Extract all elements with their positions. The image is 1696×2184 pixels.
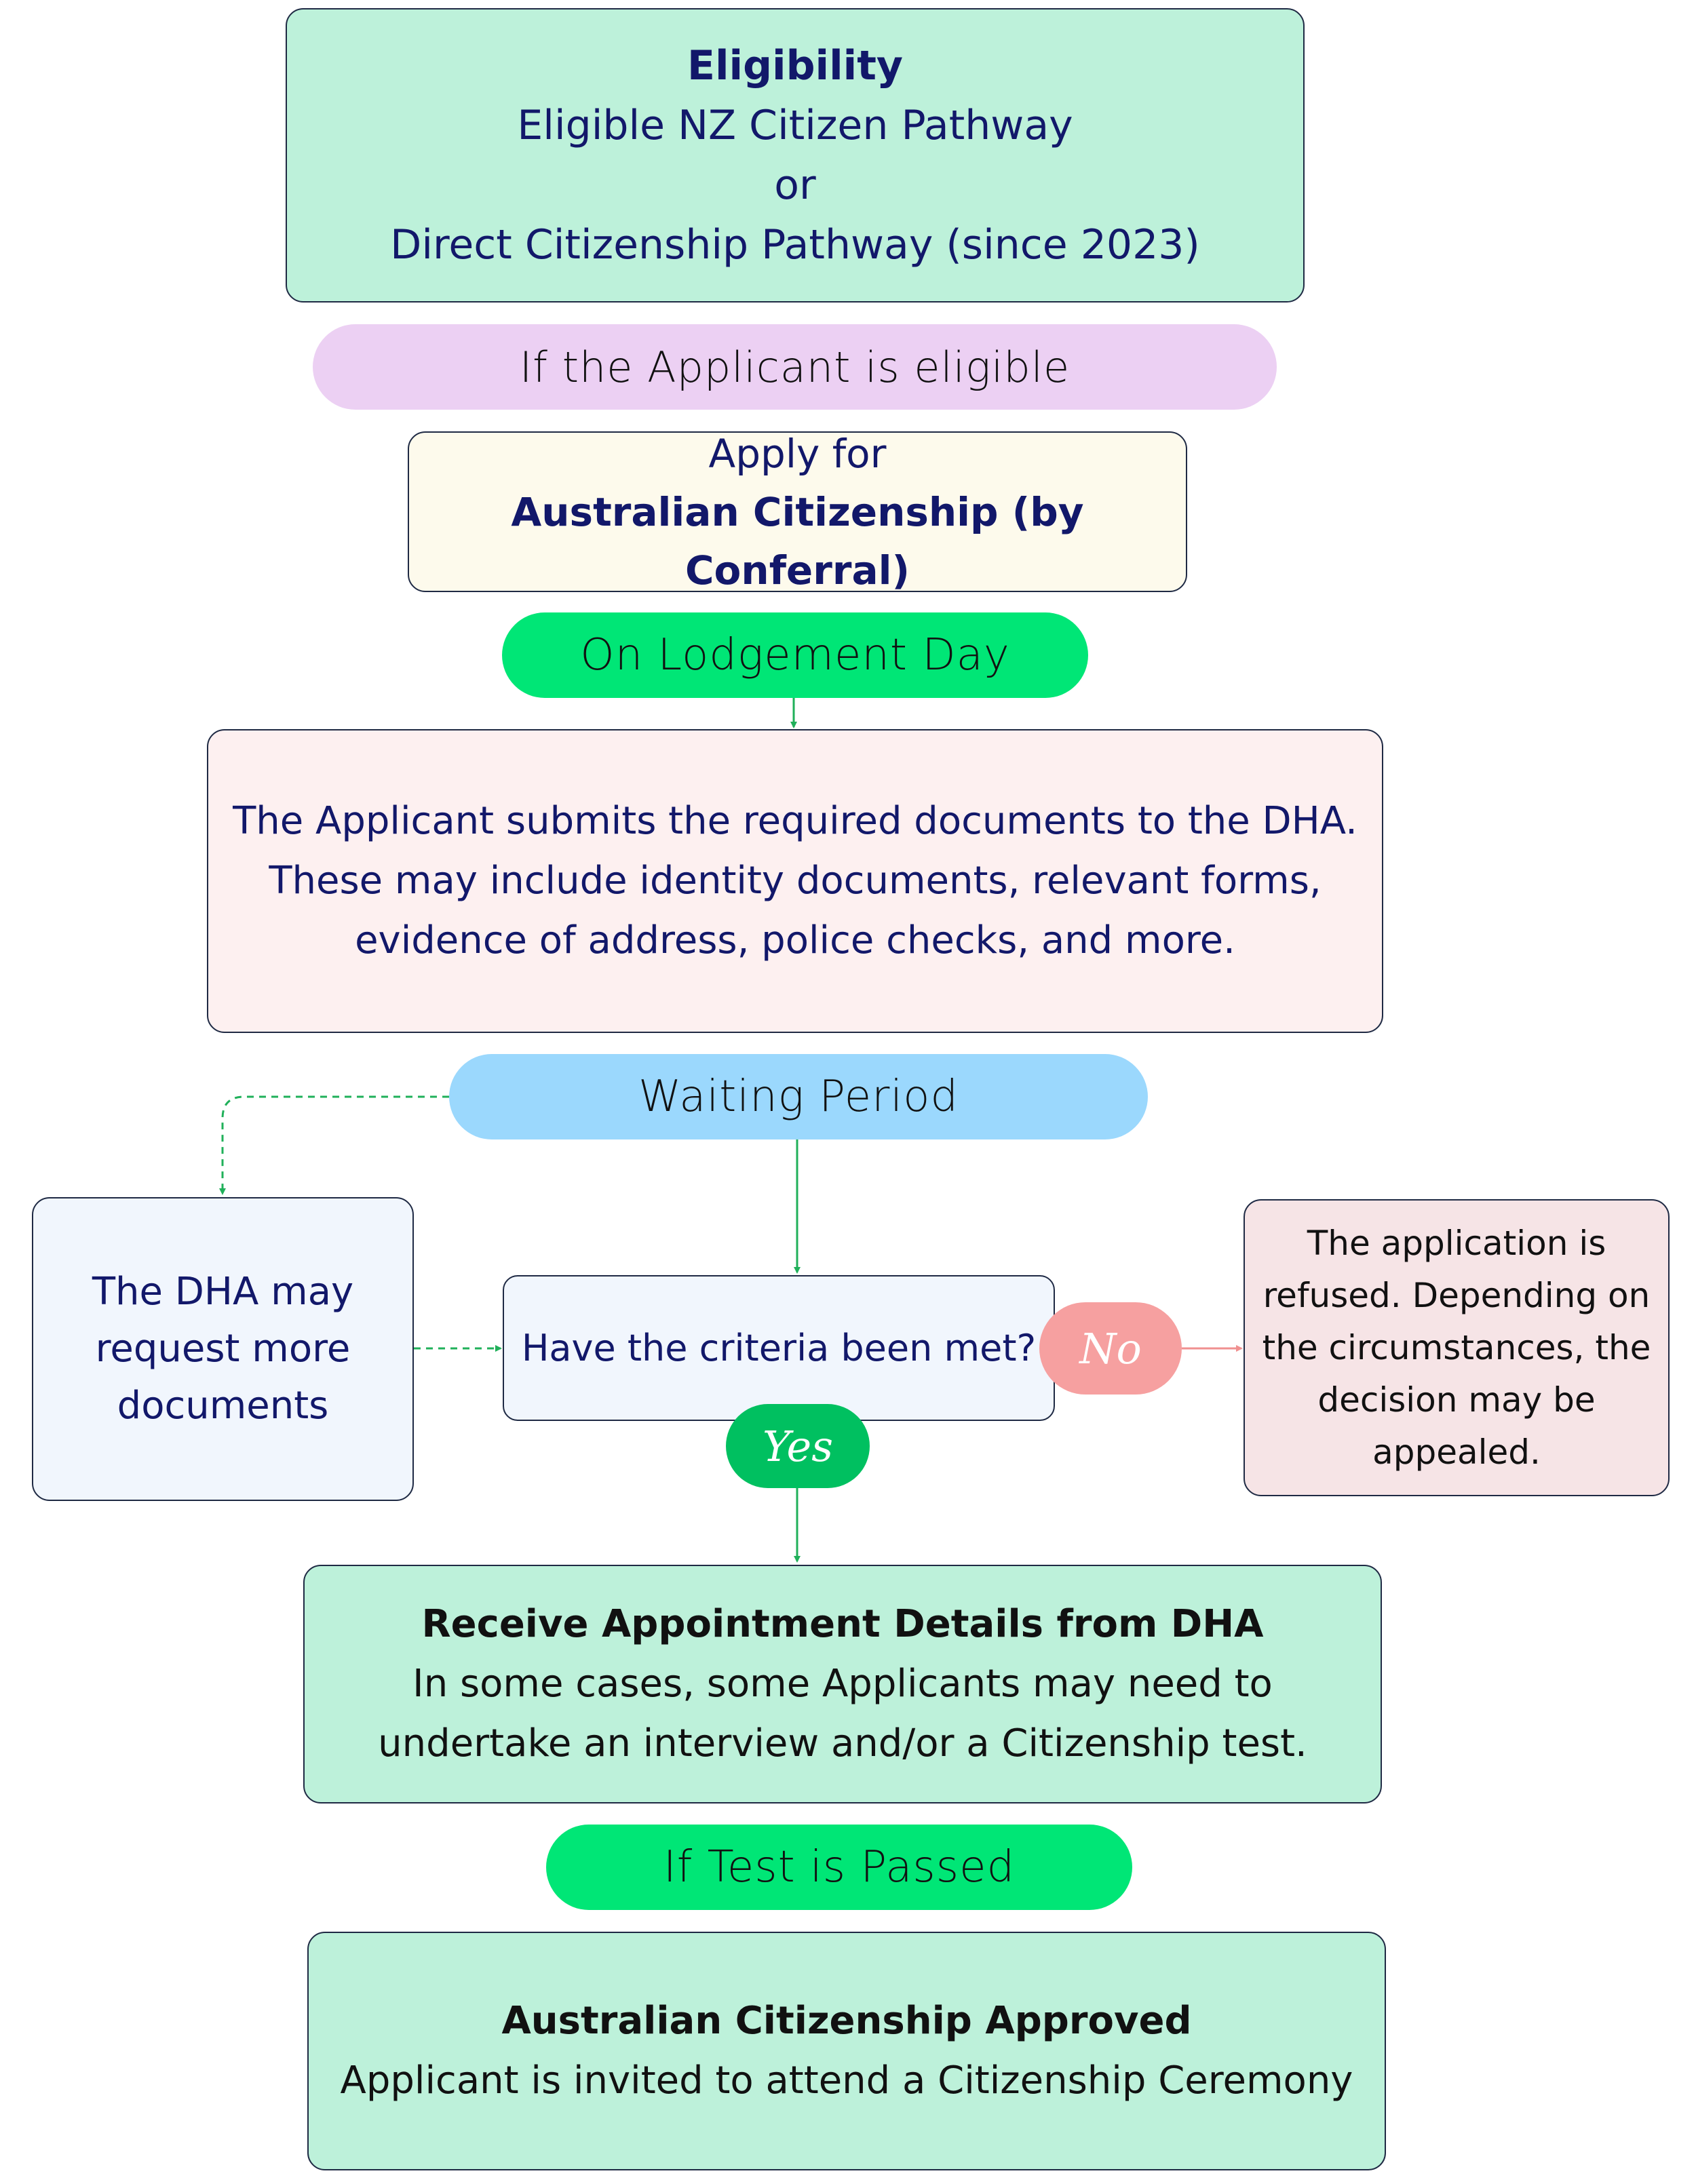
- submit-line-2: These may include identity documents, re…: [269, 859, 1322, 903]
- dha-request-line-2: request more: [95, 1327, 351, 1371]
- appointment-line-2: undertake an interview and/or a Citizens…: [378, 1721, 1307, 1766]
- approved-heading: Australian Citizenship Approved: [501, 1999, 1192, 2043]
- submit-line-1: The Applicant submits the required docum…: [233, 799, 1357, 843]
- dha-request-line-1: The DHA may: [92, 1270, 354, 1314]
- refused-box: The application is refused. Depending on…: [1244, 1199, 1670, 1496]
- eligibility-line-2: or: [774, 161, 816, 209]
- refused-line-1: The application is: [1307, 1223, 1606, 1263]
- lodgement-pill: On Lodgement Day: [502, 612, 1088, 698]
- refused-line-4: decision may be: [1317, 1380, 1596, 1420]
- no-badge: No: [1039, 1302, 1182, 1395]
- apply-box: Apply for Australian Citizenship (by Con…: [408, 431, 1187, 593]
- eligibility-heading: Eligibility: [687, 42, 904, 90]
- refused-line-5: appealed.: [1372, 1432, 1541, 1472]
- dha-request-line-3: documents: [117, 1384, 329, 1428]
- no-badge-label: No: [1079, 1323, 1142, 1373]
- test-passed-pill: If Test is Passed: [546, 1825, 1132, 1910]
- submit-line-3: evidence of address, police checks, and …: [355, 918, 1235, 962]
- criteria-question-text: Have the criteria been met?: [521, 1327, 1037, 1369]
- refused-line-2: refused. Depending on: [1263, 1275, 1651, 1315]
- if-eligible-pill: If the Applicant is eligible: [313, 324, 1277, 410]
- approved-line-1: Applicant is invited to attend a Citizen…: [340, 2059, 1353, 2103]
- apply-line-2: Australian Citizenship (by Conferral): [511, 488, 1084, 593]
- eligibility-line-3: Direct Citizenship Pathway (since 2023): [390, 221, 1200, 269]
- yes-badge-label: Yes: [762, 1421, 834, 1471]
- yes-badge: Yes: [726, 1404, 870, 1488]
- arrow-waiting-to-dha-request: [219, 1095, 449, 1195]
- appointment-line-1: In some cases, some Applicants may need …: [412, 1662, 1273, 1706]
- apply-line-1: Apply for: [708, 430, 887, 477]
- eligibility-box: Eligibility Eligible NZ Citizen Pathway …: [286, 8, 1305, 303]
- test-passed-label: If Test is Passed: [663, 1842, 1016, 1892]
- criteria-question-box: Have the criteria been met?: [503, 1275, 1055, 1421]
- refused-line-3: the circumstances, the: [1262, 1327, 1651, 1367]
- approved-box: Australian Citizenship Approved Applican…: [307, 1932, 1386, 2170]
- dha-request-box: The DHA may request more documents: [32, 1197, 414, 1501]
- appointment-box: Receive Appointment Details from DHA In …: [303, 1565, 1382, 1803]
- waiting-period-label: Waiting Period: [638, 1072, 959, 1122]
- waiting-period-pill: Waiting Period: [449, 1054, 1148, 1139]
- eligibility-line-1: Eligible NZ Citizen Pathway: [517, 102, 1073, 149]
- if-eligible-label: If the Applicant is eligible: [519, 342, 1071, 392]
- lodgement-label: On Lodgement Day: [580, 630, 1010, 680]
- appointment-heading: Receive Appointment Details from DHA: [421, 1602, 1264, 1646]
- submit-documents-box: The Applicant submits the required docum…: [207, 729, 1383, 1033]
